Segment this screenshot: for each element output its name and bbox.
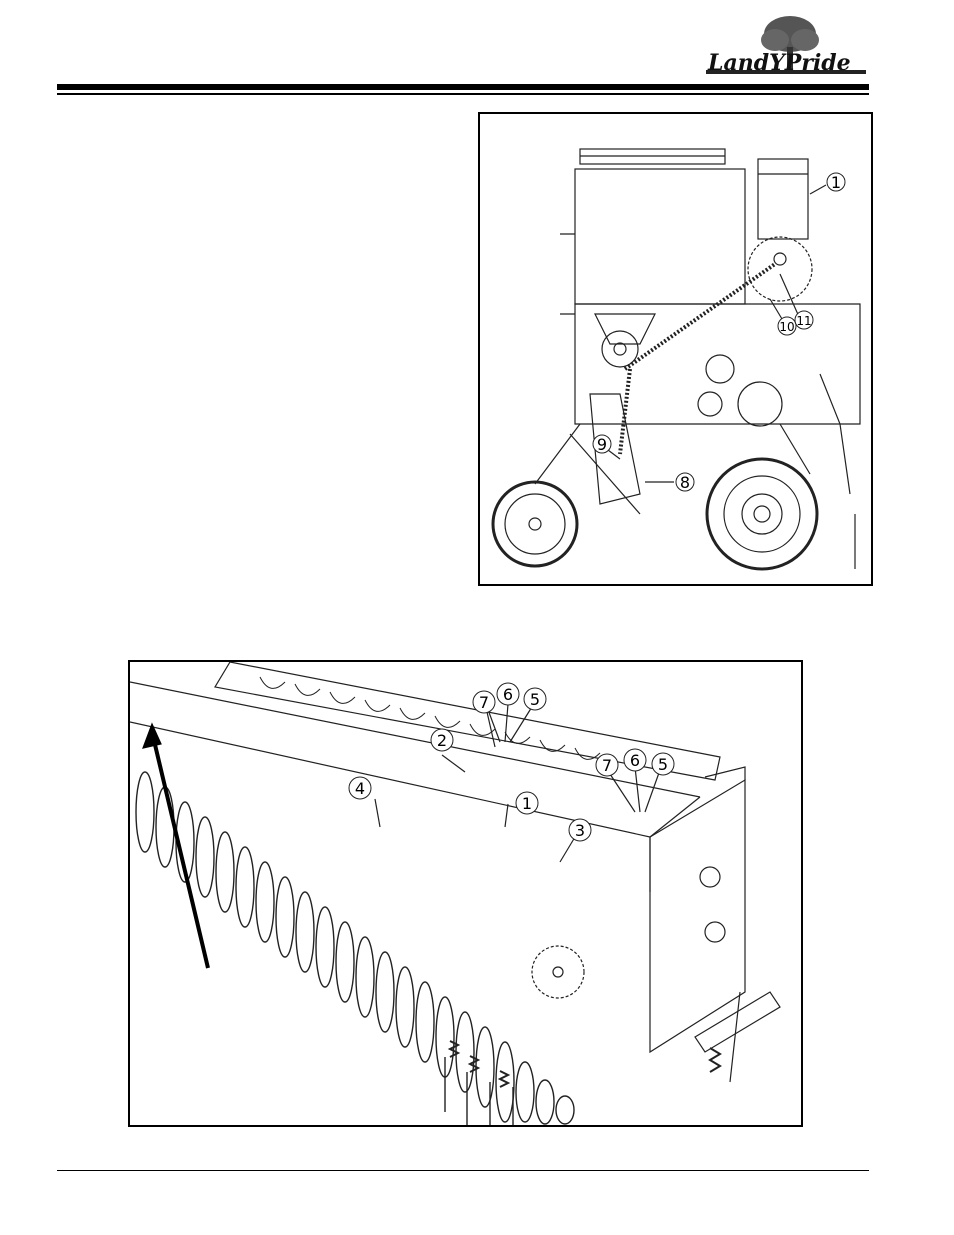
callout-2: 2 <box>431 729 453 751</box>
svg-text:8: 8 <box>680 473 690 492</box>
svg-text:9: 9 <box>597 435 607 454</box>
callout-4: 4 <box>349 777 371 799</box>
isometric-figure: 1 2 3 4 5 5 6 6 <box>128 660 803 1127</box>
header-rule-thick <box>57 84 869 90</box>
callout-3: 3 <box>569 819 591 841</box>
svg-text:2: 2 <box>437 731 447 750</box>
callout-7: 7 <box>596 754 618 776</box>
svg-text:1: 1 <box>522 794 532 813</box>
callout-11: 11 <box>795 311 813 329</box>
callout-1: 1 <box>827 173 845 192</box>
svg-text:6: 6 <box>503 685 513 704</box>
svg-text:4: 4 <box>355 779 365 798</box>
logo-wordmark: LandYPride <box>708 50 851 76</box>
side-view-callouts: 1 8 9 10 11 <box>480 114 871 584</box>
svg-text:5: 5 <box>530 690 540 709</box>
svg-text:10: 10 <box>779 320 794 334</box>
side-view-figure: 1 8 9 10 11 <box>478 112 873 586</box>
callout-8: 8 <box>676 473 694 492</box>
isometric-callouts: 1 2 3 4 5 5 6 6 <box>130 662 801 1125</box>
svg-text:3: 3 <box>575 821 585 840</box>
svg-text:7: 7 <box>479 693 489 712</box>
callout-1: 1 <box>516 792 538 814</box>
svg-text:5: 5 <box>658 755 668 774</box>
callout-10: 10 <box>778 317 796 335</box>
header-rule-thin <box>57 93 869 95</box>
brand-logo: LandYPride <box>700 12 872 82</box>
svg-text:6: 6 <box>630 751 640 770</box>
callout-6: 6 <box>497 683 519 705</box>
callout-9: 9 <box>593 435 611 454</box>
svg-text:1: 1 <box>831 173 841 192</box>
callout-5: 5 <box>524 688 546 710</box>
callout-6: 6 <box>624 749 646 771</box>
svg-text:7: 7 <box>602 756 612 775</box>
footer-rule <box>57 1170 869 1171</box>
callout-7: 7 <box>473 691 495 713</box>
callout-5: 5 <box>652 753 674 775</box>
svg-text:11: 11 <box>796 314 811 328</box>
